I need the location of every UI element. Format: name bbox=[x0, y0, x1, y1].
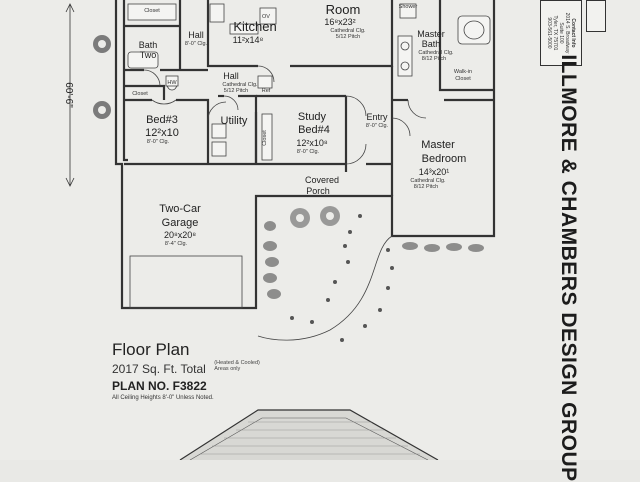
fixtures bbox=[127, 3, 491, 161]
porch-name: Covered bbox=[305, 175, 339, 185]
master-bath-name2: Bath bbox=[422, 39, 441, 49]
bath-two-name2: Two bbox=[140, 50, 157, 60]
garage-name2: Garage bbox=[162, 217, 199, 229]
plan-title: Floor Plan bbox=[112, 340, 190, 359]
hw-label: HW bbox=[167, 80, 177, 86]
heated-note: (Heated & Cooled) Areas only bbox=[214, 360, 260, 372]
bath-two-name: Bath bbox=[139, 40, 158, 50]
bed3-dims: 12²x10 bbox=[145, 127, 179, 139]
bed3-name: Bed#3 bbox=[146, 114, 178, 126]
closet-label-3: Closet bbox=[262, 130, 268, 146]
roof-elevation bbox=[179, 409, 439, 461]
landscaping bbox=[263, 206, 484, 342]
study-dims: 12²x10⁸ bbox=[296, 138, 328, 148]
study-name2: Bed#4 bbox=[298, 124, 330, 136]
garage-name: Two-Car bbox=[159, 203, 201, 215]
left-dimension: 60'-6" bbox=[63, 3, 75, 187]
master-bedroom-note2: 8/12 Pitch bbox=[414, 184, 438, 190]
kitchen-dims: 11²x14⁸ bbox=[233, 35, 264, 45]
contact-box: Contact Info 2014 S. Broadway Suite 100 … bbox=[540, 0, 582, 66]
ceiling-note: All Ceiling Heights 8'-0" Unless Noted. bbox=[112, 395, 214, 401]
hall-mid-note1: Cathedral Clg. bbox=[222, 82, 258, 88]
brand-strip: ILLMORE & CHAMBERS DESIGN GROUP bbox=[548, 40, 588, 481]
room-note-top-2: 5/12 Pitch bbox=[336, 34, 360, 40]
porch-name2: Porch bbox=[306, 186, 330, 196]
room-note-top-1: Cathedral Clg. bbox=[330, 28, 366, 34]
dimension-label: 60'-6" bbox=[63, 82, 74, 108]
hall-mid-note2: 5/12 Pitch bbox=[224, 88, 248, 94]
logo-mark bbox=[586, 0, 606, 32]
room-dims-top: 16⁸x23² bbox=[324, 17, 355, 27]
study-name: Study bbox=[298, 111, 327, 123]
interior-walls bbox=[124, 0, 494, 196]
room-labels: Room 16⁸x23² Cathedral Clg. 5/12 Pitch K… bbox=[132, 2, 472, 247]
doors bbox=[143, 65, 427, 165]
hall-top-note: 8'-0" Clg. bbox=[185, 41, 208, 47]
title-block: Floor Plan 2017 Sq. Ft. Total (Heated & … bbox=[112, 340, 372, 402]
floor-plan-drawing: 60'-6" bbox=[63, 0, 496, 461]
closet-label-2: Closet bbox=[132, 91, 148, 97]
master-bath-name: Master bbox=[417, 29, 445, 39]
bed3-note: 8'-0" Clg. bbox=[147, 139, 170, 145]
ref-label: Ref bbox=[262, 88, 271, 94]
master-bath-note1: Cathedral Clg. bbox=[418, 50, 454, 56]
brand-name: ILLMORE & CHAMBERS DESIGN GROUP bbox=[557, 54, 580, 482]
kitchen-name: Kitchen bbox=[233, 19, 276, 34]
master-bedroom-name2: Bedroom bbox=[422, 153, 467, 165]
walkway bbox=[257, 235, 393, 341]
master-bedroom-note1: Cathedral Clg. bbox=[410, 178, 446, 184]
walkin-label-1: Walk-in bbox=[454, 69, 472, 75]
utility-name: Utility bbox=[221, 115, 248, 127]
shower-label: Shower bbox=[399, 4, 418, 10]
room-name-top: Room bbox=[326, 2, 361, 17]
floor-plan-sheet: 60'-6" bbox=[63, 0, 606, 482]
exterior-walls bbox=[114, 0, 496, 310]
master-bedroom-dims: 14³x20¹ bbox=[419, 167, 450, 177]
garage-dims: 20⁸x20⁸ bbox=[164, 230, 196, 240]
entry-note: 8'-0" Clg. bbox=[366, 123, 389, 129]
plan-number: PLAN NO. F3822 bbox=[112, 379, 207, 393]
shrubs-left bbox=[93, 35, 111, 119]
ov-label: OV bbox=[262, 14, 270, 20]
master-bath-note2: 8/12 Pitch bbox=[422, 56, 446, 62]
master-bedroom-name: Master bbox=[421, 139, 455, 151]
garage-door bbox=[129, 255, 243, 309]
plan-sqft: 2017 Sq. Ft. Total bbox=[112, 362, 206, 376]
entry-name: Entry bbox=[366, 112, 388, 122]
hall-top-name: Hall bbox=[188, 30, 204, 40]
walkin-label-2: Closet bbox=[455, 76, 471, 82]
garage-note: 8'-4" Clg. bbox=[165, 241, 188, 247]
study-note: 8'-0" Clg. bbox=[297, 149, 320, 155]
closet-label-1: Closet bbox=[144, 8, 160, 14]
hall-mid-name: Hall bbox=[223, 71, 239, 81]
